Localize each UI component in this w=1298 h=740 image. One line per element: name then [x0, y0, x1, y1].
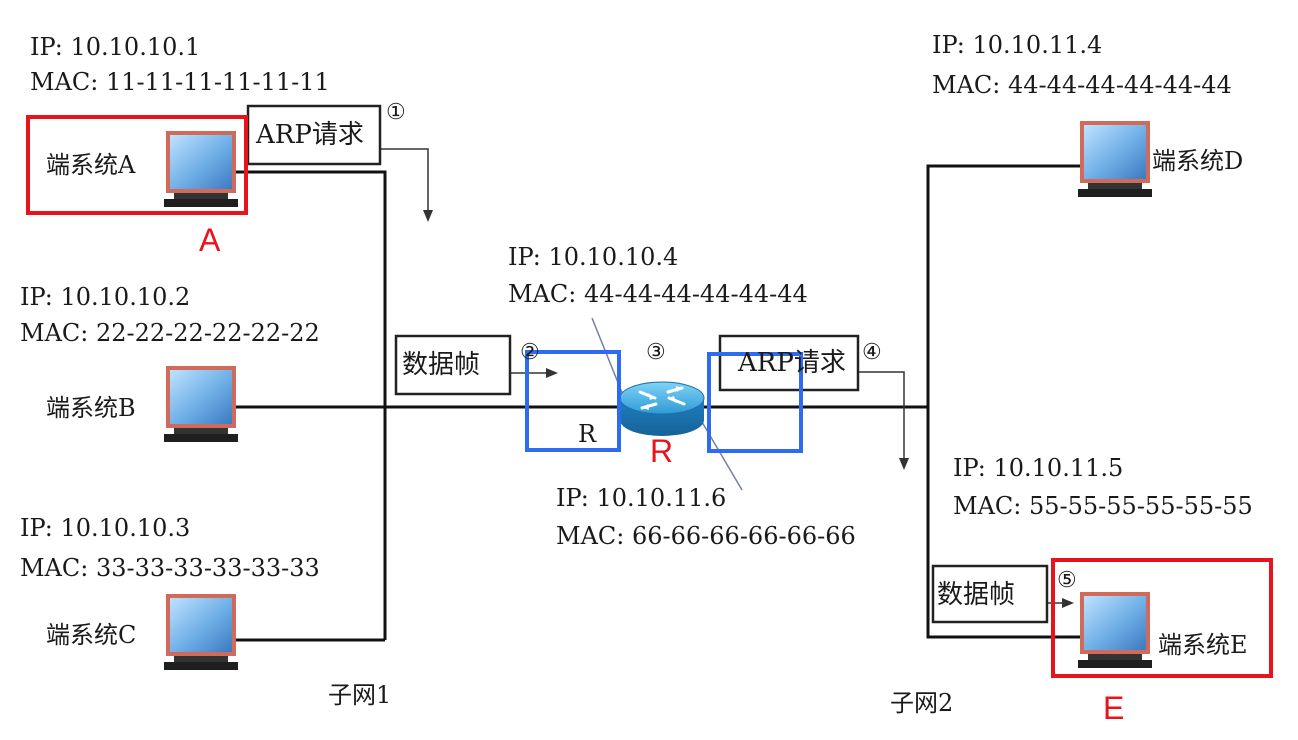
step-4: ④ — [862, 340, 882, 365]
arp-request-1-arrowhead — [423, 210, 433, 222]
computer-e-icon — [1078, 592, 1152, 668]
host-a-mac: MAC: 11-11-11-11-11-11 — [30, 68, 330, 96]
router-port-label: R — [578, 420, 597, 448]
computer-d-icon — [1078, 121, 1152, 197]
arp-request-2-label: ARP请求 — [738, 348, 846, 378]
highlight-host-a — [26, 115, 248, 215]
host-e-ip: IP: 10.10.11.5 — [953, 454, 1124, 482]
data-frame-2-label: 数据帧 — [937, 580, 1016, 610]
host-a-name: 端系统A — [46, 151, 136, 179]
arp-request-1-arrow — [378, 148, 429, 210]
subnet2-wiring — [703, 164, 1080, 639]
subnet2-label: 子网2 — [890, 689, 954, 717]
router-icon — [619, 381, 705, 436]
host-c-name: 端系统C — [46, 621, 137, 649]
data-frame-1-box — [394, 334, 512, 396]
computer-c-icon — [164, 594, 238, 670]
arp-request-2-arrow — [858, 371, 905, 458]
data-frame-1-label: 数据帧 — [402, 350, 481, 380]
host-a-ip: IP: 10.10.10.1 — [30, 33, 201, 61]
host-e-marker: E — [1103, 690, 1125, 726]
computer-a-icon — [164, 131, 238, 207]
data-frame-2-arrowhead — [1062, 598, 1074, 608]
host-a-marker: A — [199, 222, 221, 258]
host-c-ip: IP: 10.10.10.3 — [20, 514, 191, 542]
router-left-ip: IP: 10.10.10.4 — [508, 243, 679, 271]
host-d-ip: IP: 10.10.11.4 — [932, 31, 1103, 59]
arp-request-1-label: ARP请求 — [256, 120, 364, 150]
router-right-ip: IP: 10.10.11.6 — [556, 484, 727, 512]
link-d — [926, 164, 1080, 639]
step-1: ① — [386, 100, 406, 125]
step-3: ③ — [646, 340, 666, 365]
data-frame-1-arrowhead — [546, 368, 558, 378]
host-c-mac: MAC: 33-33-33-33-33-33 — [20, 554, 320, 582]
arp-request-2-arrowhead — [899, 458, 909, 470]
host-b-name: 端系统B — [46, 394, 136, 422]
arp-request-1-box — [246, 104, 382, 166]
host-e-name: 端系统E — [1158, 631, 1248, 659]
subnet1-label: 子网1 — [328, 681, 392, 709]
highlight-router-left-port — [525, 350, 621, 452]
highlight-host-e — [1051, 558, 1273, 678]
router-left-mac: MAC: 44-44-44-44-44-44 — [508, 280, 808, 308]
data-frame-2-box — [931, 564, 1049, 624]
host-b-ip: IP: 10.10.10.2 — [20, 283, 191, 311]
host-b-mac: MAC: 22-22-22-22-22-22 — [20, 319, 320, 347]
computer-b-icon — [164, 366, 238, 442]
router-marker: R — [650, 433, 674, 469]
highlight-router-right-port — [707, 352, 803, 453]
host-d-name: 端系统D — [1152, 147, 1244, 175]
step-5: ⑤ — [1057, 568, 1077, 593]
step-2: ② — [520, 340, 540, 365]
subnet1-wiring — [236, 170, 622, 642]
host-e-mac: MAC: 55-55-55-55-55-55 — [953, 492, 1253, 520]
arp-request-2-box — [718, 334, 860, 392]
link-a — [236, 170, 387, 640]
host-d-mac: MAC: 44-44-44-44-44-44 — [932, 71, 1232, 99]
router-right-mac: MAC: 66-66-66-66-66-66 — [556, 522, 856, 550]
